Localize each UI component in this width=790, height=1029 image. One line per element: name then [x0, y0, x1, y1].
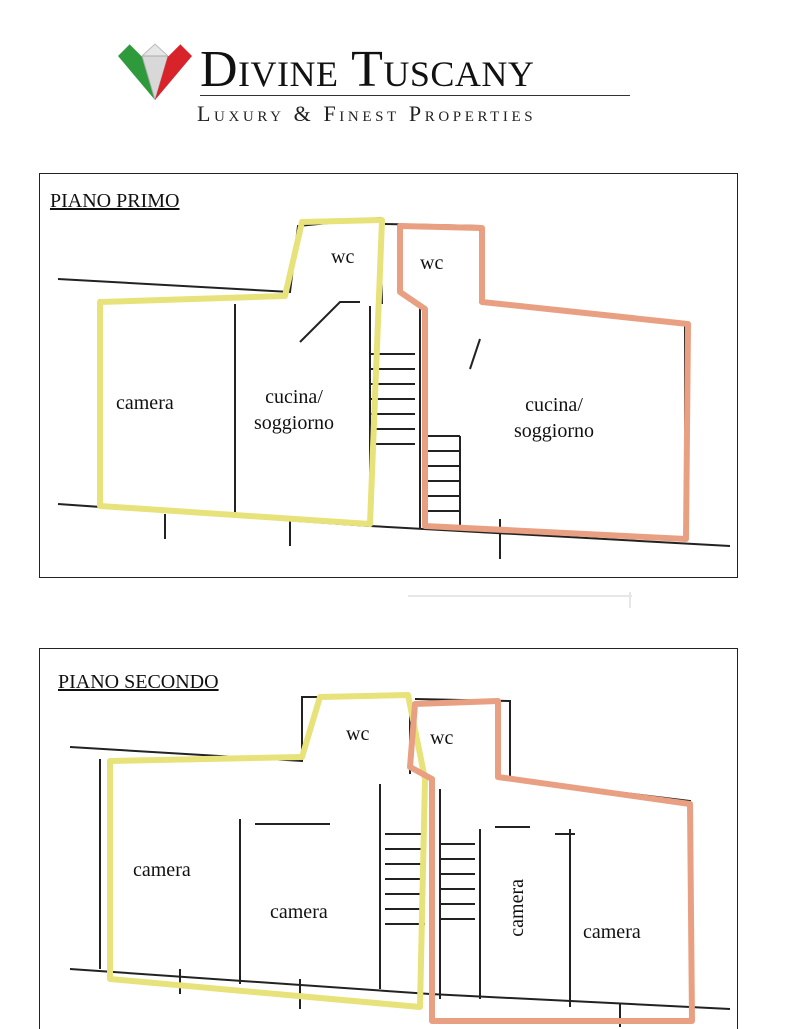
- unit-outline-orange: [397, 223, 691, 542]
- brand-tagline: Luxury & Finest Properties: [197, 101, 537, 126]
- room-wc-right: wc: [420, 252, 444, 274]
- second-floor-drawing: [69, 692, 731, 1027]
- room-camera-2: camera: [270, 901, 328, 923]
- second-floor-title: PIANO SECONDO: [58, 671, 219, 693]
- unit-outline-yellow-2: [107, 692, 428, 1010]
- unit-outline-orange-2: [407, 698, 695, 1024]
- diamond-icon: [118, 43, 192, 100]
- unit-outline-yellow: [97, 217, 385, 527]
- scan-artifact: [408, 592, 632, 608]
- room-camera-1: camera: [133, 859, 191, 881]
- room-camera-vertical: camera: [506, 879, 528, 937]
- divine-tuscany-logo: Divine Tuscany Luxury & Finest Propertie…: [0, 0, 790, 140]
- first-floor-plan: PIANO PRIMO camera cucina/ soggiorno cuc…: [39, 173, 738, 578]
- second-floor-plan: PIANO SECONDO camera camera camera camer…: [39, 648, 738, 1029]
- room-wc-right-2: wc: [430, 727, 454, 749]
- room-camera-4: camera: [583, 921, 641, 943]
- room-cucina-soggiorno-left: cucina/ soggiorno: [254, 386, 334, 434]
- room-cucina-soggiorno-right: cucina/ soggiorno: [514, 394, 594, 442]
- first-floor-drawing: [57, 216, 731, 559]
- room-wc-left: wc: [331, 246, 355, 268]
- room-camera: camera: [116, 392, 174, 414]
- brand-divider: [200, 95, 630, 96]
- room-wc-left-2: wc: [346, 723, 370, 745]
- first-floor-title: PIANO PRIMO: [50, 190, 180, 212]
- brand-name: Divine Tuscany: [200, 41, 535, 98]
